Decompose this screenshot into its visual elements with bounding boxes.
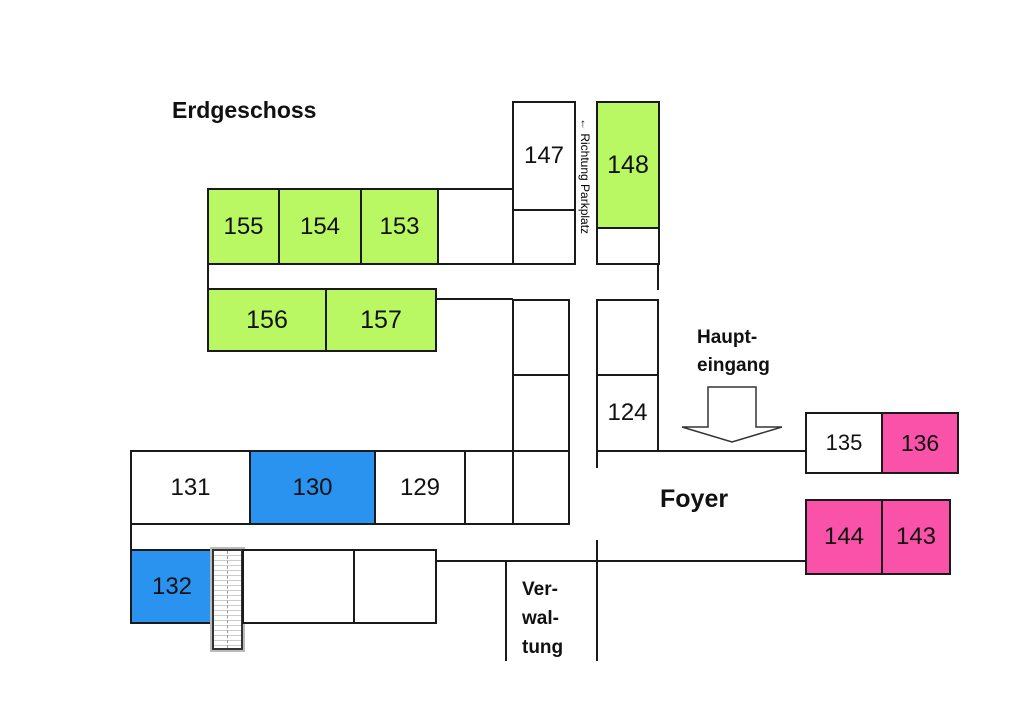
room-154[interactable]: 154 (278, 188, 362, 265)
room-unlabeled (596, 227, 660, 265)
wall (596, 540, 598, 661)
room-unlabeled (353, 549, 437, 624)
room-unlabeled (242, 549, 355, 624)
administration-line: Ver- (522, 579, 558, 600)
wall (596, 450, 598, 468)
room-136[interactable]: 136 (881, 412, 959, 474)
administration-label: Ver- wal- tung (522, 575, 563, 662)
room-156[interactable]: 156 (207, 288, 327, 352)
room-unlabeled (437, 188, 514, 265)
wall (437, 560, 806, 562)
stairs-icon (210, 547, 245, 652)
wall (207, 263, 209, 290)
room-124[interactable]: 124 (596, 374, 659, 452)
parking-direction-label: ← Richtung Parkplatz (578, 118, 592, 235)
room-132[interactable]: 132 (130, 549, 214, 624)
room-129[interactable]: 129 (374, 450, 466, 525)
floor-title: Erdgeschoss (172, 97, 317, 123)
wall (437, 298, 513, 300)
room-131[interactable]: 131 (130, 450, 251, 525)
room-unlabeled (464, 450, 514, 525)
room-144[interactable]: 144 (805, 499, 883, 575)
administration-line: wal- (522, 608, 559, 629)
main-entrance-line: Haupt- (697, 327, 758, 348)
room-130[interactable]: 130 (249, 450, 376, 525)
room-147[interactable]: 147 (512, 101, 576, 211)
room-143[interactable]: 143 (881, 499, 951, 575)
room-unlabeled (596, 299, 659, 376)
wall (596, 450, 806, 452)
room-148[interactable]: 148 (596, 101, 660, 229)
room-unlabeled (512, 209, 576, 265)
room-unlabeled (512, 450, 570, 525)
room-155[interactable]: 155 (207, 188, 280, 265)
administration-line: tung (522, 637, 564, 658)
room-157[interactable]: 157 (325, 288, 437, 352)
foyer-label: Foyer (660, 485, 729, 513)
entrance-arrow-icon (681, 386, 783, 443)
main-entrance-label: Haupt- eingang (697, 324, 770, 380)
wall (657, 263, 659, 290)
room-unlabeled (512, 299, 570, 376)
wall (130, 523, 132, 550)
main-entrance-line: eingang (697, 355, 770, 376)
wall (505, 561, 507, 661)
room-153[interactable]: 153 (360, 188, 439, 265)
room-unlabeled (512, 374, 570, 452)
room-135[interactable]: 135 (805, 412, 883, 474)
